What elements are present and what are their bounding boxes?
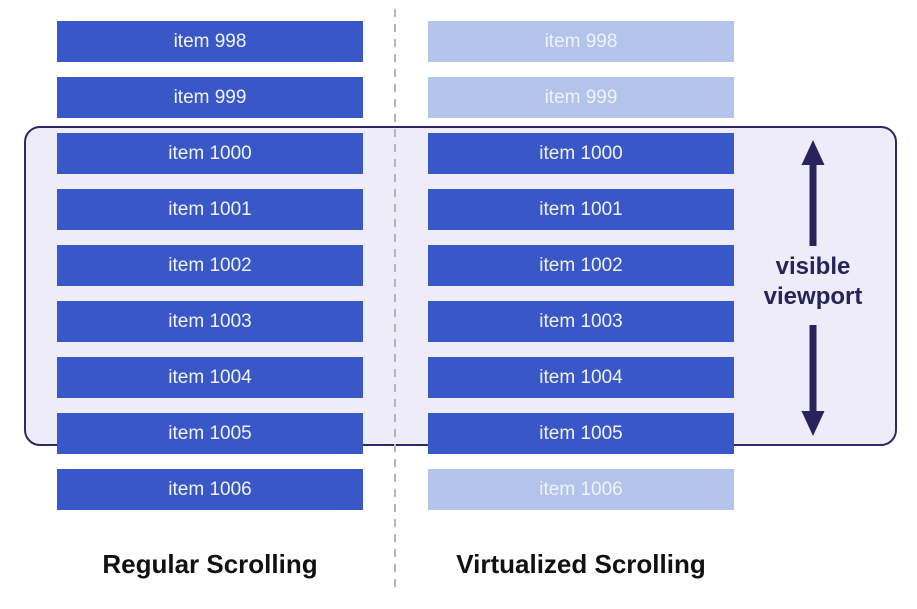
list-item: item 1001 [57, 189, 363, 230]
list-item: item 999 [57, 77, 363, 118]
list-item: item 999 [428, 77, 734, 118]
list-item: item 1004 [428, 357, 734, 398]
list-item: item 1003 [57, 301, 363, 342]
list-item: item 1006 [57, 469, 363, 510]
list-item: item 1005 [57, 413, 363, 454]
list-item: item 1006 [428, 469, 734, 510]
list-item: item 1002 [57, 245, 363, 286]
list-item: item 1002 [428, 245, 734, 286]
list-item: item 998 [57, 21, 363, 62]
virtualized-scrolling-caption: Virtualized Scrolling [456, 549, 706, 579]
list-item: item 1005 [428, 413, 734, 454]
viewport-label-line1: visible [775, 253, 851, 280]
regular-scrolling-caption: Regular Scrolling [102, 549, 318, 579]
regular-scrolling-list: item 998 item 999 item 1000 item 1001 item 1… [57, 21, 363, 510]
list-item: item 998 [428, 21, 734, 62]
virtualized-scrolling-list: item 998 item 999 item 1000 item 1001 item 1… [428, 21, 734, 510]
column-divider-dashed-line [394, 9, 396, 590]
list-item: item 1000 [428, 133, 734, 174]
viewport-extent-arrow-down-icon [801, 325, 825, 436]
list-item: item 1001 [428, 189, 734, 230]
viewport-label: visible viewport [752, 252, 874, 312]
viewport-label-line2: viewport [763, 283, 863, 310]
list-item: item 1004 [57, 357, 363, 398]
list-item: item 1000 [57, 133, 363, 174]
list-item: item 1003 [428, 301, 734, 342]
viewport-extent-arrow-up-icon [801, 140, 825, 246]
